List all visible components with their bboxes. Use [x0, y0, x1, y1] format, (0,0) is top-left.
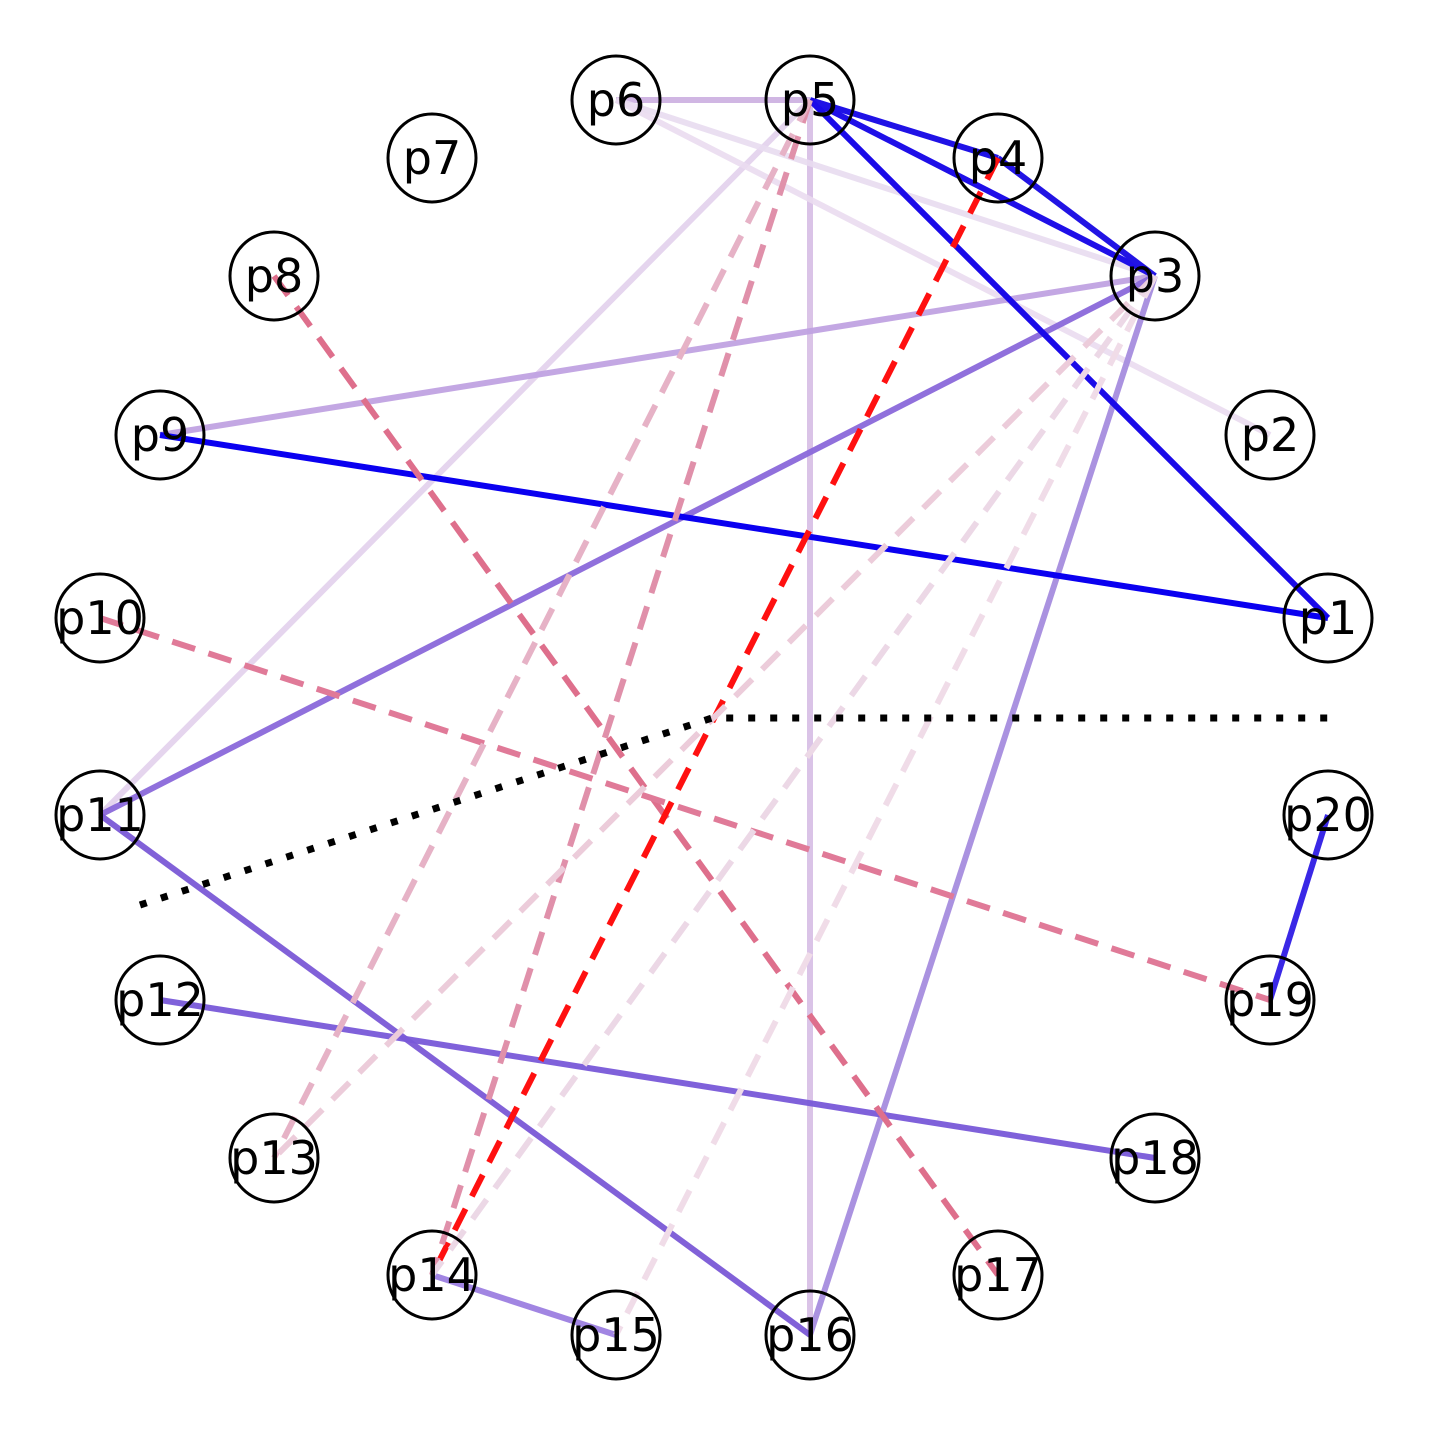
node-p18: p18 [1109, 1112, 1201, 1204]
edge-p5-p3 [808, 97, 1157, 279]
dotted-separator-line [138, 714, 1328, 909]
node-p17: p17 [952, 1229, 1044, 1321]
node-p14: p14 [386, 1229, 478, 1321]
node-p13: p13 [228, 1112, 320, 1204]
node-label: p20 [1284, 788, 1372, 842]
node-circle [570, 54, 662, 146]
nodes-layer: p1 p2 p3 p4 p5 p6 p7 p8 p9 p10 p11 p12 p13 p14 p15 p16 p… [54, 54, 1374, 1381]
node-label: p12 [116, 973, 204, 1027]
node-label: p17 [954, 1248, 1042, 1302]
node-circle [764, 1289, 856, 1381]
edge-p3-p16 [807, 275, 1158, 1336]
node-circle [386, 112, 478, 204]
node-p7: p7 [386, 112, 478, 204]
node-p5: p5 [764, 54, 856, 146]
edge-p10-p19 [99, 615, 1271, 1003]
edge-p5-p14 [429, 99, 813, 1276]
node-circle [952, 112, 1044, 204]
edge-p20-p19 [1267, 814, 1331, 1001]
node-label: p5 [781, 73, 839, 127]
node-p20: p20 [1282, 769, 1374, 861]
edge-p6-p3 [615, 97, 1156, 279]
node-label: p6 [587, 73, 645, 127]
node-circle [54, 769, 146, 861]
node-p4: p4 [952, 112, 1044, 204]
edge-p3-p14 [429, 274, 1158, 1277]
node-circle [1282, 572, 1374, 664]
edge-p12-p18 [159, 997, 1156, 1161]
node-circle [1109, 230, 1201, 322]
node-label: p13 [230, 1131, 318, 1185]
node-p1: p1 [1282, 572, 1374, 664]
node-circle [764, 54, 856, 146]
node-label: p14 [388, 1248, 476, 1302]
node-label: p8 [245, 249, 303, 303]
edges-layer [97, 97, 1331, 1338]
node-label: p15 [572, 1308, 660, 1362]
node-label: p3 [1126, 249, 1184, 303]
node-label: p19 [1226, 973, 1314, 1027]
node-p11: p11 [54, 769, 146, 861]
node-p3: p3 [1109, 230, 1201, 322]
node-p12: p12 [114, 954, 206, 1046]
node-label: p2 [1241, 408, 1299, 462]
edge-p5-p13 [271, 98, 813, 1160]
node-circle [114, 389, 206, 481]
edge-p3-p9 [159, 273, 1156, 438]
node-circle [228, 1112, 320, 1204]
node-circle [114, 954, 206, 1046]
node-label: p10 [56, 591, 144, 645]
node-label: p18 [1111, 1131, 1199, 1185]
node-label: p7 [403, 131, 461, 185]
edge-p9-p1 [159, 432, 1329, 621]
node-circle [570, 1289, 662, 1381]
edge-p14-p15 [431, 1272, 617, 1338]
edge-p3-p13 [271, 273, 1158, 1161]
node-p9: p9 [114, 389, 206, 481]
node-label: p1 [1299, 591, 1357, 645]
node-circle [1282, 769, 1374, 861]
node-p8: p8 [228, 230, 320, 322]
node-circle [1109, 1112, 1201, 1204]
node-p16: p16 [764, 1289, 856, 1381]
node-label: p16 [766, 1308, 854, 1362]
node-circle [952, 1229, 1044, 1321]
node-label: p11 [56, 788, 144, 842]
node-p2: p2 [1224, 389, 1316, 481]
edge-p3-p15 [613, 274, 1158, 1337]
edge-p5-p11 [97, 97, 813, 818]
edge-p4-p3 [996, 155, 1157, 279]
edge-p3-p11 [98, 273, 1157, 818]
node-p19: p19 [1224, 954, 1316, 1046]
node-circle [54, 572, 146, 664]
edge-p8-p17 [271, 274, 1001, 1277]
node-circle [386, 1229, 478, 1321]
edge-p11-p16 [98, 812, 812, 1338]
node-p6: p6 [570, 54, 662, 146]
edge-p5-p4 [809, 97, 999, 161]
node-circle [228, 230, 320, 322]
node-circle [1224, 954, 1316, 1046]
node-label: p9 [131, 408, 189, 462]
node-label: p4 [969, 131, 1027, 185]
node-p10: p10 [54, 572, 146, 664]
node-circle [1224, 389, 1316, 481]
node-p15: p15 [570, 1289, 662, 1381]
separator-layer [138, 714, 1328, 909]
